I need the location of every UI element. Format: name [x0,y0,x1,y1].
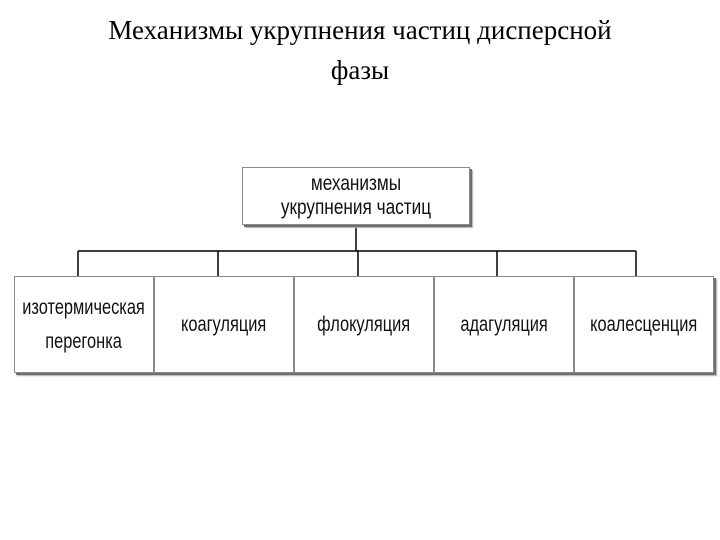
slide-title-line-2: фазы [330,55,390,85]
child-node-coalescence: коалесценция [574,276,714,373]
child-node-label: коагуляция [181,312,267,336]
slide-title-line-1: Механизмы укрупнения частиц дисперсной [108,15,612,45]
child-node-flocculation: флокуляция [294,276,434,373]
child-node-adagulation: адагуляция [434,276,574,373]
child-node-isothermal-distillation: изотермическая перегонка [14,276,154,373]
child-node-label: адагуляция [460,312,548,336]
child-node-label: флокуляция [317,312,411,336]
child-node-label: коалесценция [590,312,698,336]
child-node-coagulation: коагуляция [154,276,294,373]
child-node-label: изотермическая перегонка [22,295,146,353]
root-node-label: механизмы укрупнения частиц [280,172,432,219]
root-node: механизмы укрупнения частиц [242,167,470,225]
slide-title: Механизмы укрупнения частиц дисперсной ф… [40,10,680,90]
